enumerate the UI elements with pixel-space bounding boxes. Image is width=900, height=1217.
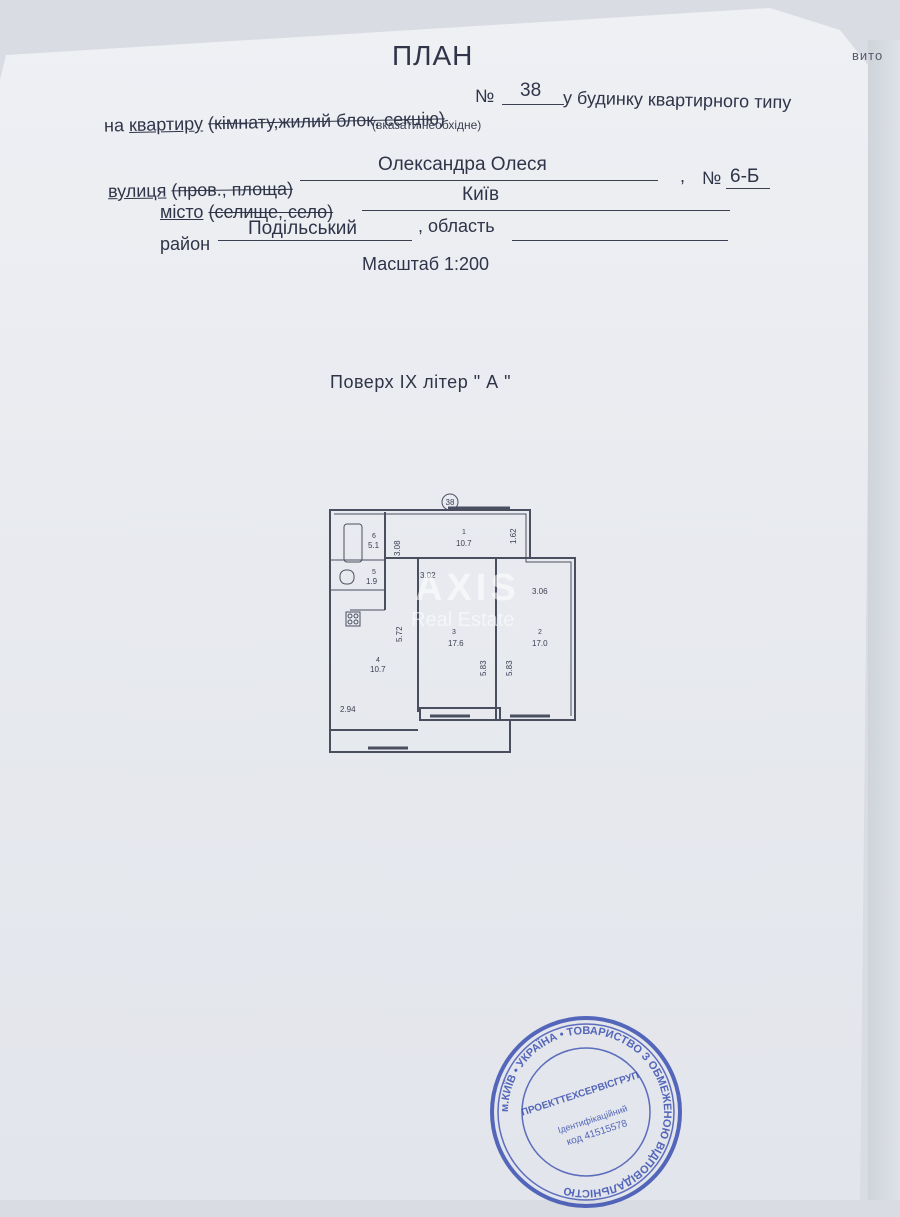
watermark: AXIS Real Estate (395, 560, 575, 640)
scale-text: Масштаб 1:200 (362, 254, 490, 274)
city-label: місто (160, 202, 204, 222)
dim-1-62: 1.62 (509, 528, 518, 544)
floor-plan-drawing: 38 6 5.1 5 1.9 1 10.7 4 10.7 3 17.6 2 17… (329, 493, 576, 753)
oblast-label: , область (418, 216, 495, 236)
street-separator: , (680, 166, 686, 186)
room-4-id: 4 (376, 657, 380, 664)
watermark-logo: AXIS Real Estate (411, 567, 520, 631)
room-1-id: 1 (462, 529, 466, 536)
apartment-marker: 38 (446, 498, 455, 507)
room-3-id: 3 (452, 629, 456, 636)
number-label: № (475, 86, 495, 106)
room-3-area: 17.6 (448, 639, 464, 648)
oblast-underline (512, 240, 728, 241)
room-6-area: 5.1 (368, 541, 380, 550)
street-value: Олександра Олеся (378, 154, 547, 175)
building-number-label: № (702, 168, 722, 188)
page-title: ПЛАН (392, 40, 474, 71)
city-value: Київ (462, 184, 500, 205)
district-value: Подільський (248, 218, 358, 239)
floor-label: Поверх IX літер " А " (330, 372, 511, 392)
apartment-number: 38 (520, 80, 542, 101)
page-edge (868, 40, 900, 1200)
dim-3-06: 3.06 (532, 587, 548, 596)
building-number-underline (726, 188, 770, 189)
stamp-seal: м.КИЇВ • УКРАЇНА • ТОВАРИСТВО З ОБМЕЖЕНО… (490, 1016, 682, 1208)
prefix-text: на (103, 115, 125, 136)
city-struck: (селище, село) (208, 202, 334, 222)
dim-5-72: 5.72 (395, 626, 404, 642)
company-stamp: м.КИЇВ • УКРАЇНА • ТОВАРИСТВО З ОБМЕЖЕНО… (486, 1012, 686, 1212)
watermark-brand: AXIS (415, 567, 520, 609)
district-label: район (160, 234, 211, 254)
street-label: вулиця (107, 180, 167, 202)
building-number: 6-Б (730, 166, 760, 187)
dim-5-83-b: 5.83 (505, 660, 514, 676)
dim-2-94: 2.94 (340, 705, 356, 714)
room-1-area: 10.7 (456, 539, 472, 548)
city-label-line: місто (селище, село) (160, 202, 333, 223)
room-2-area: 17.0 (532, 639, 548, 648)
district-underline (218, 240, 412, 241)
room-6-id: 6 (372, 533, 376, 540)
room-4-area: 10.7 (370, 665, 386, 674)
room-5-id: 5 (372, 569, 376, 576)
number-underline (502, 104, 564, 105)
room-5-area: 1.9 (366, 577, 378, 586)
dim-5-83-a: 5.83 (479, 660, 488, 676)
hint-text: (вказати необхідне) (372, 118, 482, 132)
street-label-line: вулиця (пров., площа) (108, 179, 293, 203)
street-underline (300, 180, 658, 181)
watermark-sub: Real Estate (411, 609, 514, 631)
floor-plan: 38 6 5.1 5 1.9 1 10.7 4 10.7 3 17.6 2 17… (310, 490, 610, 760)
dim-3-02: 3.02 (420, 571, 436, 580)
street-struck: (пров., площа) (171, 178, 294, 201)
room-2-id: 2 (538, 629, 542, 636)
dim-3-08: 3.08 (393, 540, 402, 556)
corner-text: вито (852, 48, 884, 63)
city-underline (362, 210, 730, 211)
apartment-word: квартиру (128, 113, 204, 136)
